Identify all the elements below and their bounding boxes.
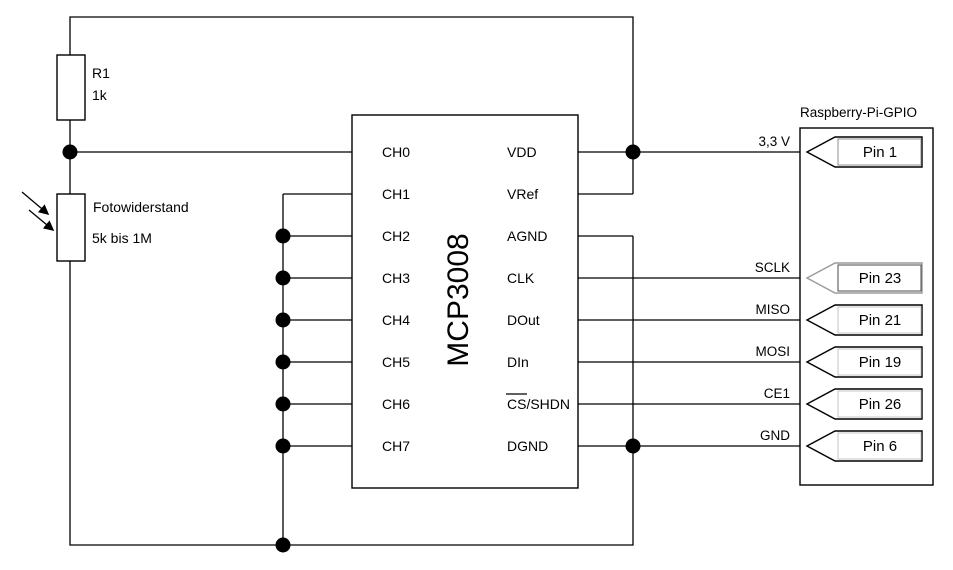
resistor-designator: R1 (92, 65, 110, 81)
pin-flag-shape (805, 430, 923, 462)
chip-pin-ch7: CH7 (382, 438, 410, 454)
junction-dot-ch2 (275, 228, 291, 244)
wires (69, 16, 807, 546)
signal-label: CE1 (764, 386, 790, 401)
photoresistor: Fotowiderstand 5k bis 1M (21, 191, 189, 262)
pin-flag-shape (805, 388, 923, 420)
pin-flag-label: Pin 6 (863, 438, 897, 455)
photoresistor-value: 5k bis 1M (92, 230, 152, 246)
chip-pin-agnd: AGND (507, 228, 547, 244)
signal-label: GND (760, 428, 790, 443)
chip-pin-cs-shdn: CS/SHDN (507, 396, 570, 412)
junction-dot-ch3 (275, 270, 291, 286)
pin-flag-shape (805, 262, 923, 294)
pin-flag-inner-box (837, 306, 922, 334)
signal-label: SCLK (755, 260, 790, 275)
gpio-pin-flag-pin21: MISO Pin 21 (755, 302, 923, 336)
mcp3008-chip: MCP3008 CH0 CH1 CH2 CH3 CH4 CH5 CH6 CH7 … (351, 114, 579, 489)
chip-pin-ch5: CH5 (382, 354, 410, 370)
chip-pin-ch0: CH0 (382, 144, 410, 160)
chip-pin-ch2: CH2 (382, 228, 410, 244)
gpio-pin-flag-pin6: GND Pin 6 (760, 428, 923, 462)
chip-pin-din: DIn (507, 354, 529, 370)
junction-dot-divider-tap (62, 144, 78, 160)
gpio-title: Raspberry-Pi-GPIO (800, 105, 917, 120)
junction-dot-ch6 (275, 396, 291, 412)
pin-flag-shape (805, 346, 923, 378)
gpio-pin-flag-pin1: 3,3 V Pin 1 (758, 134, 923, 168)
pin-flag-inner-box (837, 390, 922, 418)
chip-body (351, 114, 579, 489)
pin-flag-label: Pin 21 (859, 312, 902, 329)
junction-dot-vdd (625, 144, 641, 160)
wire-ground-bus (69, 236, 634, 546)
pin-flag-inner-box (837, 348, 922, 376)
resistor-body (56, 54, 86, 121)
pin-flag-shape (805, 136, 923, 168)
junction-dots (62, 144, 641, 553)
pin-flag-label: Pin 1 (863, 144, 897, 161)
chip-pin-vref: VRef (507, 186, 538, 202)
resistor-r1: R1 1k (56, 54, 110, 121)
chip-pin-vdd: VDD (507, 144, 537, 160)
gpio-header: Raspberry-Pi-GPIO 3,3 V Pin 1 SCLK Pin 2… (755, 105, 934, 486)
pin-flag-label: Pin 23 (859, 270, 902, 287)
gpio-pin-flag-pin19: MOSI Pin 19 (755, 344, 923, 378)
pin-flag-label: Pin 19 (859, 354, 902, 371)
wire-power-top (69, 16, 634, 194)
chip-pin-ch1: CH1 (382, 186, 410, 202)
junction-dot-ch5 (275, 354, 291, 370)
chip-pin-ch6: CH6 (382, 396, 410, 412)
chip-pin-dgnd: DGND (507, 438, 548, 454)
light-arrow-icon (21, 191, 50, 216)
chip-pin-clk: CLK (507, 270, 535, 286)
photoresistor-label: Fotowiderstand (93, 199, 189, 215)
pin-flag-inner-box (837, 138, 922, 166)
photoresistor-body (56, 193, 86, 262)
chip-pin-ch3: CH3 (382, 270, 410, 286)
resistor-value: 1k (92, 87, 108, 103)
junction-dot-bottom-bus (275, 537, 291, 553)
pin-flag-inner-box (837, 432, 922, 460)
signal-label: 3,3 V (758, 134, 790, 149)
gpio-pin-flag-pin23: SCLK Pin 23 (755, 260, 923, 294)
junction-dot-ch4 (275, 312, 291, 328)
gpio-pin-flag-pin26: CE1 Pin 26 (764, 386, 923, 420)
junction-dot-dgnd (625, 438, 641, 454)
junction-dot-ch7 (275, 438, 291, 454)
light-arrow-icon (28, 209, 55, 231)
chip-pin-dout: DOut (507, 312, 540, 328)
signal-label: MISO (755, 302, 790, 317)
pin-flag-shape (805, 304, 923, 336)
chip-name: MCP3008 (442, 233, 475, 366)
chip-pin-ch4: CH4 (382, 312, 410, 328)
signal-label: MOSI (755, 344, 790, 359)
pin-flag-label: Pin 26 (859, 396, 902, 413)
pin-flag-inner-box (837, 264, 922, 292)
